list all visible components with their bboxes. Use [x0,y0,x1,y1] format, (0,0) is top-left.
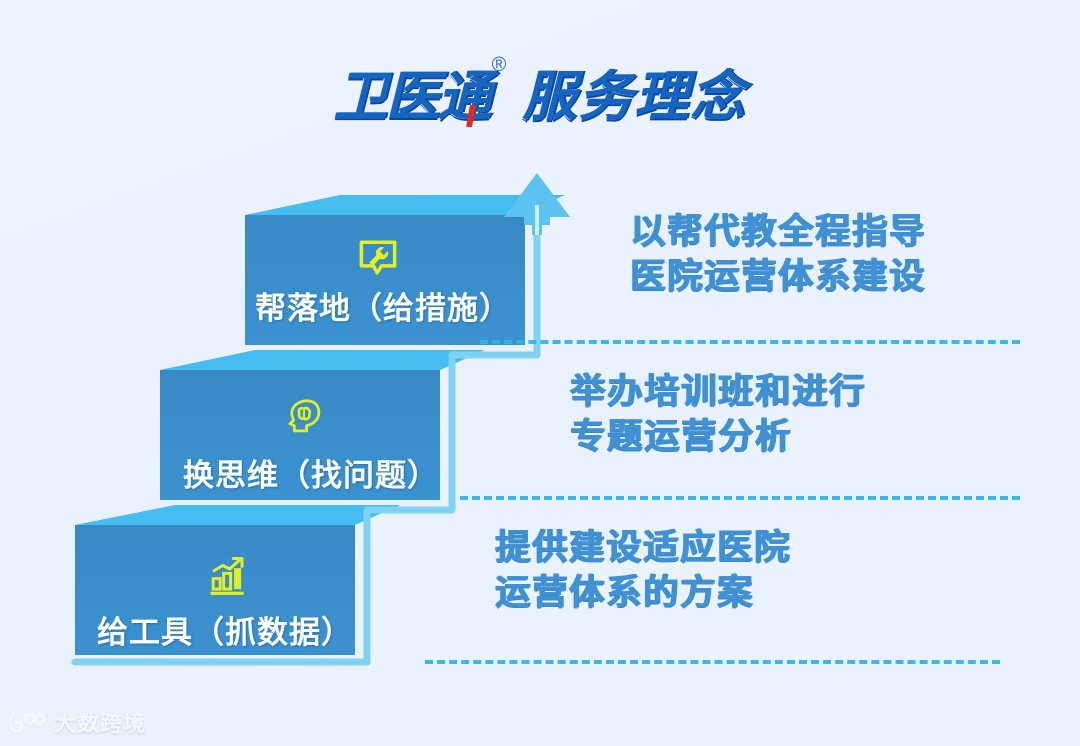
step-bottom-tread [75,505,400,525]
watermark-logo-icon [8,709,46,735]
description-block-1: 以帮代教全程指导 医院运营体系建设 [630,210,1030,300]
divider-3 [425,660,1000,664]
descriptions-column: 以帮代教全程指导 医院运营体系建设 举办培训班和进行 专题运营分析 提供建设适应… [425,196,1070,696]
description-3-line-2: 运营体系的方案 [495,572,755,612]
head-brain-icon [283,395,325,437]
description-1-line-1: 以帮代教全程指导 [630,212,927,251]
up-arrow-highlight [535,205,539,235]
wrench-speech-bubble-icon [357,237,399,279]
brand-name: 卫医通 [333,52,492,131]
registered-trademark-icon: ® [491,54,507,76]
staircase-shape [71,173,570,666]
bar-chart-growth-icon [207,555,249,597]
staircase-outline [71,201,541,666]
watermark: 大数跨境 [8,706,146,738]
title-subtitle: 服务理念 [522,67,747,127]
description-3-line-1: 提供建设适应医院 [495,528,792,567]
step-middle-shade [160,370,440,500]
page-title: 卫医通® 服务理念 [0,52,1080,131]
step-top-tread [245,195,565,215]
description-block-2: 举办培训班和进行 专题运营分析 [570,370,1030,460]
step-top-shade [245,215,525,345]
step-middle-tread [160,350,485,370]
watermark-text: 大数跨境 [54,711,147,736]
description-2-line-1: 举办培训班和进行 [570,372,867,411]
description-2-line-2: 专题运营分析 [570,416,793,456]
step-label-top: 帮落地（给措施） [255,291,511,326]
divider-1 [480,340,1020,344]
step-label-middle: 换思维（找问题） [183,458,439,493]
staircase-diagram: 帮落地（给措施） 换思维（找问题） 给工具（抓数据） [55,165,625,685]
divider-2 [460,496,1020,500]
up-arrow-icon [504,173,570,225]
description-1-line-2: 医院运营体系建设 [630,256,927,296]
brand-name-text: 卫医通 [333,67,492,127]
description-block-3: 提供建设适应医院 运营体系的方案 [495,526,965,616]
step-label-bottom: 给工具（抓数据） [97,615,353,650]
